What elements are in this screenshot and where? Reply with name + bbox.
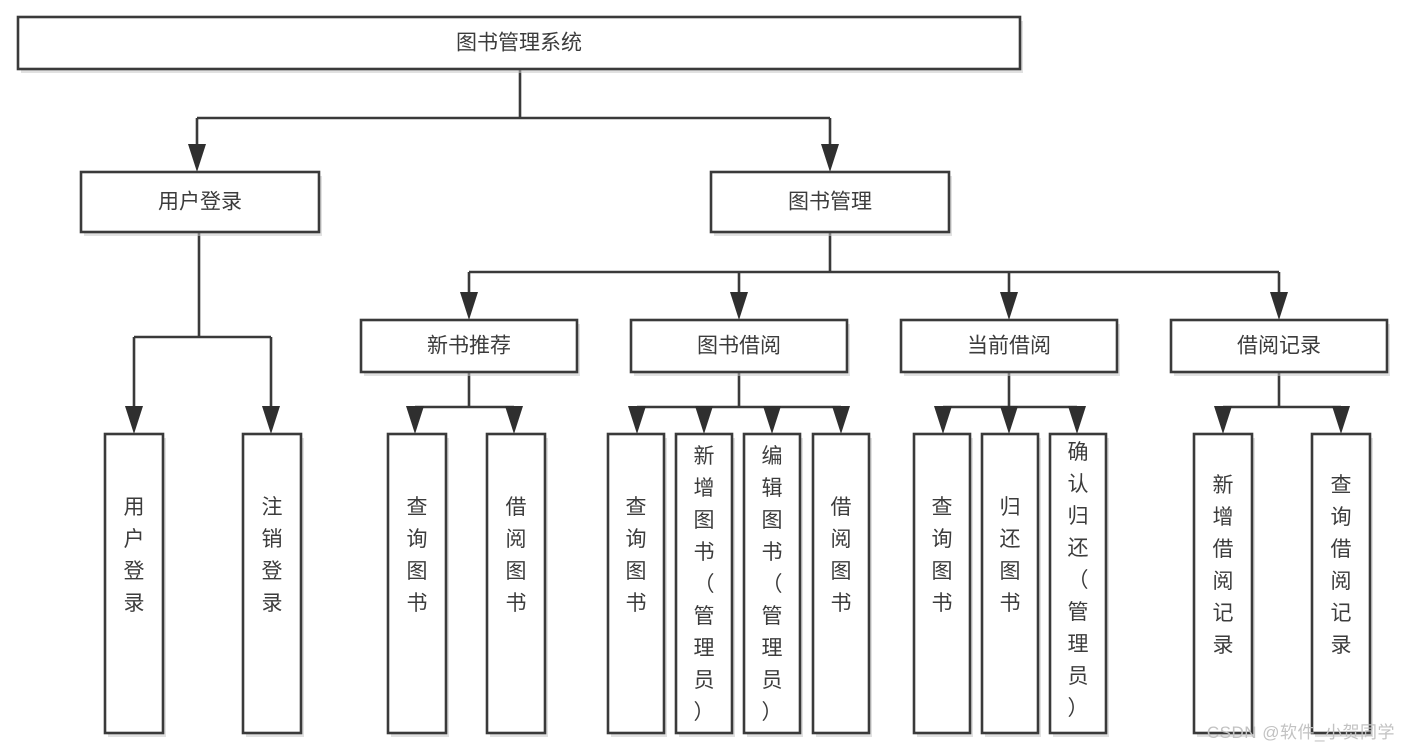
leaf-bookborrow-add-box[interactable] [674, 432, 734, 735]
leaf-bookborrow-lend-label: 借阅图书 [831, 496, 852, 615]
leaf-currentborrow-confirm-box[interactable] [1048, 432, 1108, 735]
leaf-bookborrow-query-label: 查询图书 [626, 496, 647, 615]
leaf-bookborrow-edit-label: 编辑图书（管理员） [762, 445, 783, 724]
leaf-logout-label: 注销登录 [262, 496, 283, 615]
leaf-currentborrow-confirm-label: 确认归还（管理员） [1068, 441, 1089, 720]
arrow-head-newbook-query [406, 406, 424, 434]
arrow-head-user-login [188, 144, 206, 172]
leaf-bookborrow-edit-box[interactable] [742, 432, 802, 735]
leaf-node-logout[interactable]: 注销登录 [241, 432, 304, 737]
user-login-box[interactable] [79, 170, 321, 234]
leaf-node-bookborrow-lend[interactable]: 借阅图书 [811, 432, 872, 737]
leaf-node-borrowrecord-query[interactable]: 查询借阅记录 [1310, 432, 1373, 737]
leaf-currentborrow-query-label: 查询图书 [932, 496, 953, 615]
leaf-node-user-login[interactable]: 用户登录 [103, 432, 166, 737]
arrow-head-new-book [460, 292, 478, 320]
leaf-bookborrow-query-box[interactable] [606, 432, 666, 735]
current-borrow-box[interactable] [899, 318, 1119, 374]
leaf-node-bookborrow-query[interactable]: 查询图书 [606, 432, 667, 737]
borrow-record-label: 借阅记录 [1237, 335, 1321, 358]
leaf-user-login-box[interactable] [103, 432, 165, 735]
arrow-head-book-mgmt [821, 144, 839, 172]
arrow-head-borrow-record [1270, 292, 1288, 320]
arrow-head-bookborrow-add [695, 406, 713, 434]
arrow-head-bookborrow-lend [832, 406, 850, 434]
leaf-newbook-query-label: 查询图书 [407, 496, 428, 615]
leaf-node-currentborrow-return[interactable]: 归还图书 [980, 432, 1041, 737]
leaf-bookborrow-lend-box[interactable] [811, 432, 871, 735]
leaf-currentborrow-query-box[interactable] [912, 432, 972, 735]
arrow-head-currentborrow-query [934, 406, 952, 434]
node-borrow-record[interactable]: 借阅记录 [1169, 318, 1390, 376]
leaf-borrowrecord-add-box[interactable] [1192, 432, 1254, 735]
book-management-label: 图书管理 [788, 191, 872, 214]
arrow-head-currentborrow-confirm [1068, 406, 1086, 434]
new-book-recommend-label: 新书推荐 [427, 335, 511, 358]
leaf-logout-box[interactable] [241, 432, 303, 735]
leaf-node-borrowrecord-add[interactable]: 新增借阅记录 [1192, 432, 1255, 737]
leaf-newbook-borrow-box[interactable] [485, 432, 547, 735]
csdn-watermark: CSDN @软件_小贺同学 [1206, 723, 1395, 742]
leaf-node-newbook-borrow[interactable]: 借阅图书 [485, 432, 548, 737]
leaf-node-currentborrow-query[interactable]: 查询图书 [912, 432, 973, 737]
arrow-head-book-borrow [730, 292, 748, 320]
borrow-record-box[interactable] [1169, 318, 1389, 374]
arrow-head-borrowrecord-add [1214, 406, 1232, 434]
leaf-newbook-borrow-label: 借阅图书 [506, 496, 527, 615]
leaf-borrowrecord-query-box[interactable] [1310, 432, 1372, 735]
leaf-user-login-label: 用户登录 [124, 496, 145, 615]
arrow-head-bookborrow-edit [763, 406, 781, 434]
node-book-management[interactable]: 图书管理 [709, 170, 952, 236]
leaf-node-newbook-query[interactable]: 查询图书 [386, 432, 449, 737]
root-label: 图书管理系统 [456, 32, 582, 55]
arrow-head-leaf-user-login [125, 406, 143, 434]
node-book-borrow[interactable]: 图书借阅 [629, 318, 850, 376]
book-management-box[interactable] [709, 170, 951, 234]
arrow-head-newbook-borrow [505, 406, 523, 434]
arrow-head-current-borrow [1000, 292, 1018, 320]
arrow-head-leaf-logout [262, 406, 280, 434]
leaf-newbook-query-box[interactable] [386, 432, 448, 735]
leaf-node-currentborrow-confirm[interactable]: 确认归还（管理员） [1048, 432, 1109, 737]
arrow-head-currentborrow-return [1000, 406, 1018, 434]
new-book-recommend-box[interactable] [359, 318, 579, 374]
book-borrow-label: 图书借阅 [697, 335, 781, 358]
leaf-bookborrow-add-label: 新增图书（管理员） [694, 445, 715, 724]
root-box[interactable] [16, 15, 1022, 71]
book-borrow-box[interactable] [629, 318, 849, 374]
node-user-login[interactable]: 用户登录 [79, 170, 322, 236]
user-login-label: 用户登录 [158, 191, 242, 214]
leaf-currentborrow-return-box[interactable] [980, 432, 1040, 735]
node-root[interactable]: 图书管理系统 [16, 15, 1023, 73]
arrow-head-bookborrow-query [628, 406, 646, 434]
leaf-node-bookborrow-edit[interactable]: 编辑图书（管理员） [742, 432, 803, 737]
node-current-borrow[interactable]: 当前借阅 [899, 318, 1120, 376]
node-new-book-recommend[interactable]: 新书推荐 [359, 318, 580, 376]
connectors-layer [125, 69, 1350, 434]
current-borrow-label: 当前借阅 [967, 335, 1051, 358]
arrow-head-borrowrecord-query [1332, 406, 1350, 434]
leaf-node-bookborrow-add[interactable]: 新增图书（管理员） [674, 432, 735, 737]
leaf-borrowrecord-add-label: 新增借阅记录 [1213, 474, 1234, 657]
leaf-currentborrow-return-label: 归还图书 [1000, 496, 1021, 615]
leaf-borrowrecord-query-label: 查询借阅记录 [1331, 474, 1352, 657]
